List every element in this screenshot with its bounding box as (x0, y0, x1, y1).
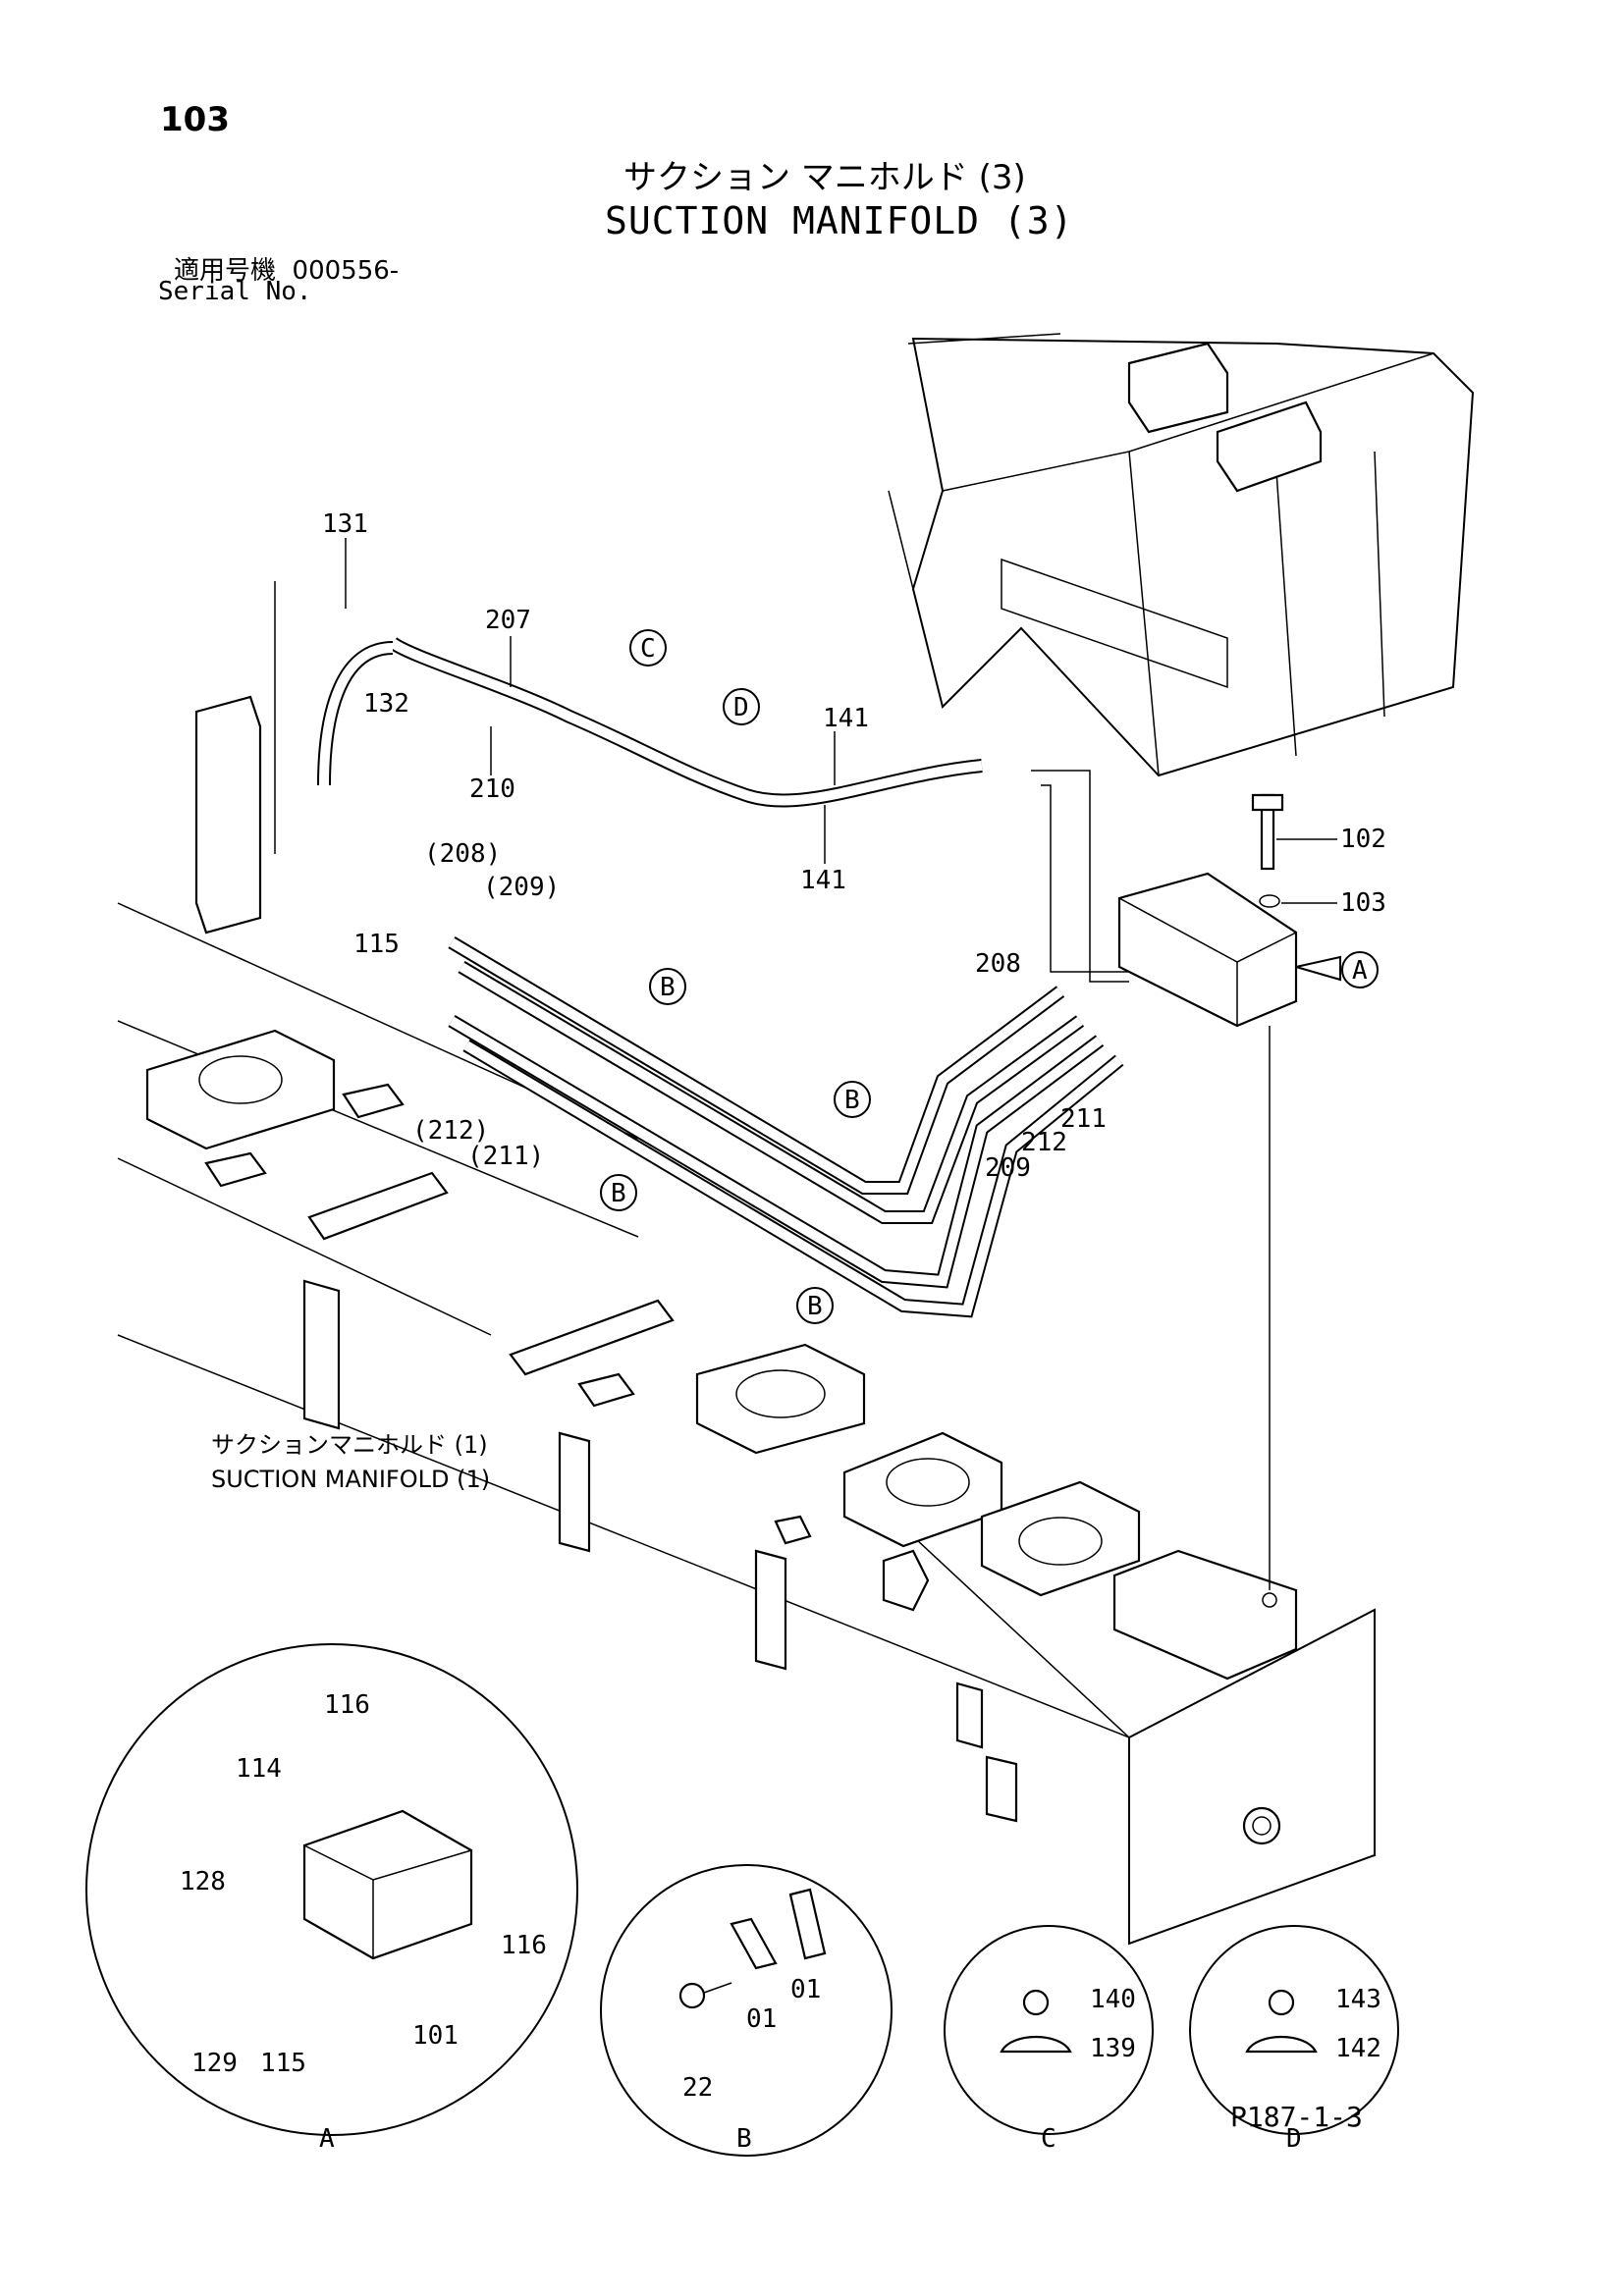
detail-view-a: 116 114 116 128 129 115 101 A (85, 1643, 578, 2154)
part-115-label: 115 (353, 930, 400, 959)
callout-b4-label: B (807, 1292, 823, 1321)
detail-a-101: 101 (412, 2021, 459, 2051)
detail-a-116-right: 116 (501, 1931, 547, 1960)
page-code: P187-1-3 (1230, 2101, 1363, 2133)
detail-view-d: 143 142 D (1189, 1925, 1399, 2154)
callout-a-label: A (1352, 956, 1368, 986)
suction-manifold-block (1117, 793, 1298, 1608)
part-102-label: 102 (1340, 825, 1386, 854)
detail-a-115: 115 (260, 2049, 306, 2078)
serial-label-en: Serial No. (158, 277, 312, 306)
part-212p-label: (212) (412, 1116, 489, 1146)
title-japanese: サクション マニホルド (3) (623, 158, 1026, 197)
page-number: 103 (160, 100, 230, 139)
title-english: SUCTION MANIFOLD (3) (605, 199, 1074, 242)
part-131-label: 131 (322, 509, 368, 539)
part-103-label: 103 (1340, 888, 1386, 918)
part-207-label: 207 (485, 606, 531, 635)
callout-b2-label: B (844, 1086, 860, 1115)
serial-label-jp: 適用号機 (174, 256, 277, 286)
part-141-label-lower: 141 (800, 866, 846, 895)
detail-a-label: A (319, 2124, 335, 2154)
callout-b1-label: B (660, 973, 676, 1002)
part-209p-label: (209) (483, 873, 560, 902)
callout-c (629, 629, 667, 667)
detail-d-143: 143 (1335, 1985, 1381, 2014)
part-132-label: 132 (363, 689, 409, 719)
callout-b3-label: B (611, 1179, 626, 1208)
serial-label: 適用号機 000556- (174, 250, 399, 287)
detail-b-01-right: 01 (790, 1975, 821, 2004)
detail-d-142: 142 (1335, 2034, 1381, 2063)
part-211p-label: (211) (467, 1142, 544, 1171)
detail-a-114: 114 (236, 1754, 282, 1784)
detail-a-116-top: 116 (324, 1690, 370, 1720)
part-141-label-upper: 141 (823, 704, 869, 733)
serial-value: 000556- (292, 256, 400, 286)
detail-b-label: B (736, 2124, 752, 2154)
detail-a-128: 128 (180, 1867, 226, 1896)
part-labels: 131 207 132 210 141 141 102 103 115 (208… (274, 509, 1386, 1183)
detail-c-label: C (1041, 2124, 1056, 2154)
part-208-label: 208 (975, 949, 1021, 979)
callout-d (723, 688, 760, 725)
callout-b3 (600, 1174, 637, 1211)
callout-b4 (796, 1287, 834, 1324)
detail-b-01-left: 01 (746, 2004, 777, 2034)
detail-c-140: 140 (1090, 1985, 1136, 2014)
hoses (317, 637, 1129, 1318)
callout-b1 (649, 968, 686, 1005)
reference-en: SUCTION MANIFOLD (1) (211, 1466, 490, 1493)
detail-d-label: D (1286, 2124, 1302, 2154)
part-210-label: 210 (469, 774, 515, 804)
callouts: C D B B B B A (600, 629, 1379, 1324)
detail-a-129: 129 (191, 2049, 238, 2078)
callout-b2 (834, 1081, 871, 1118)
detail-b-22: 22 (682, 2073, 713, 2103)
part-212-label: 212 (1021, 1128, 1067, 1157)
detail-c-139: 139 (1090, 2034, 1136, 2063)
frame-plates (145, 695, 1298, 1823)
callout-a (1341, 951, 1379, 988)
part-208p-label: (208) (424, 839, 501, 869)
detail-view-c: 140 139 C (944, 1925, 1154, 2154)
detail-view-b: 22 01 01 B (600, 1864, 893, 2157)
callout-c-label: C (640, 634, 656, 664)
part-211-label: 211 (1060, 1104, 1107, 1134)
callout-d-label: D (733, 693, 749, 722)
machine-body (888, 333, 1475, 777)
reference-jp: サクションマニホルド (1) (211, 1431, 488, 1459)
part-209-label: 209 (985, 1153, 1031, 1183)
